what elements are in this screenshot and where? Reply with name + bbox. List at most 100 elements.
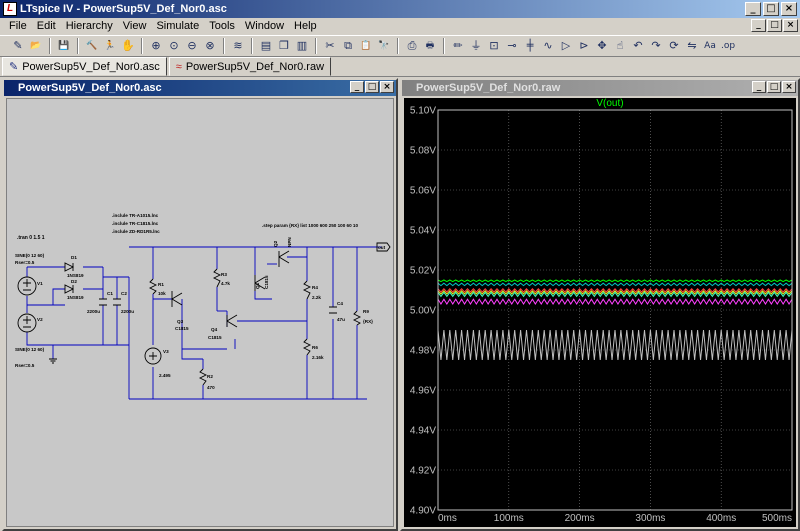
resistor-icon[interactable]: ⊸: [507, 39, 517, 52]
new-schematic-icon[interactable]: ✎: [13, 39, 23, 52]
r1-symbol[interactable]: [148, 278, 158, 295]
c2-label: C2: [121, 291, 127, 296]
q1-label: Q1: [255, 282, 260, 289]
halt-icon[interactable]: ✋: [121, 39, 135, 52]
toolbar-separator: [141, 38, 143, 54]
q3-symbol[interactable]: [171, 291, 183, 307]
tran-directive[interactable]: .tran 0 1.5 1: [17, 235, 45, 241]
copy-icon[interactable]: ⧉: [344, 39, 352, 52]
v2-rser-label: Rser=0.5: [15, 363, 35, 368]
r9-symbol[interactable]: [352, 310, 362, 326]
ground-icon[interactable]: ⏚: [470, 39, 482, 52]
tab-waveform[interactable]: ≈ PowerSup5V_Def_Nor0.raw: [168, 57, 332, 76]
tile-horizontal-icon[interactable]: ▤: [260, 39, 272, 52]
tile-vertical-icon[interactable]: ▥: [296, 39, 308, 52]
y-tick-label: 4.98V: [410, 346, 436, 357]
label-net-icon[interactable]: ⊡: [489, 39, 499, 52]
paste-icon[interactable]: 📋: [360, 41, 372, 51]
v3-label: V3: [163, 349, 169, 354]
mdi-close-button[interactable]: ×: [783, 19, 798, 32]
v1-symbol[interactable]: [17, 276, 37, 296]
undo-icon[interactable]: ↶: [633, 39, 643, 52]
menu-tools[interactable]: Tools: [209, 20, 235, 32]
minimize-button[interactable]: _: [745, 2, 761, 16]
waveform-maximize-button[interactable]: □: [767, 81, 781, 93]
v2-symbol[interactable]: [17, 313, 37, 333]
d1-symbol[interactable]: [64, 262, 75, 272]
capacitor-icon[interactable]: ╪: [526, 39, 534, 52]
schematic-tab-icon: ✎: [9, 61, 19, 73]
run-icon[interactable]: 🏃: [104, 41, 116, 51]
r3-symbol[interactable]: [212, 268, 222, 288]
zoom-fit-icon[interactable]: ⊗: [205, 39, 215, 52]
c2-symbol[interactable]: [113, 298, 121, 306]
inductor-icon[interactable]: ∿: [543, 39, 553, 52]
r2-symbol[interactable]: [198, 368, 208, 386]
zoom-pan-icon[interactable]: ⊙: [169, 39, 179, 52]
series-line-6: [437, 329, 793, 361]
v3-symbol[interactable]: [144, 347, 162, 365]
component-icon[interactable]: ⊳: [579, 39, 589, 52]
c1-symbol[interactable]: [99, 298, 107, 306]
schematic-close-button[interactable]: ×: [380, 81, 394, 93]
q1-symbol[interactable]: [254, 275, 266, 291]
find-icon[interactable]: 🔭: [378, 41, 390, 51]
r6-symbol[interactable]: [302, 338, 312, 356]
schematic-canvas[interactable]: .tran 0 1.5 1 .inclule TR-A1015.lnc .inc…: [6, 98, 394, 527]
mirror-icon[interactable]: ⇋: [687, 39, 697, 52]
x-tick-label: 0ms: [438, 513, 457, 524]
include-directive-2[interactable]: .inclule TR-C1815.lnc: [112, 221, 159, 226]
save-icon[interactable]: 💾: [58, 41, 70, 51]
zoom-in-icon[interactable]: ⊕: [151, 39, 161, 52]
open-icon[interactable]: 📂: [30, 41, 42, 51]
draw-wire-icon[interactable]: ✏: [453, 39, 463, 52]
toolbar-separator: [397, 38, 399, 54]
step-directive[interactable]: .step param {RX} list 1000 600 250 100 6…: [262, 223, 358, 228]
cut-icon[interactable]: ✂: [325, 39, 335, 52]
mdi-restore-button[interactable]: □: [767, 19, 782, 32]
maximize-button[interactable]: □: [763, 2, 779, 16]
cascade-icon[interactable]: ❐: [279, 39, 289, 52]
text-icon[interactable]: Aa: [704, 41, 716, 51]
autorange-icon[interactable]: ≋: [233, 39, 243, 52]
rotate-icon[interactable]: ⟳: [669, 39, 679, 52]
y-tick-label: 5.02V: [410, 266, 436, 277]
menu-simulate[interactable]: Simulate: [156, 20, 200, 32]
ltspice-logo-icon: L: [3, 2, 17, 16]
d2-symbol[interactable]: [64, 284, 75, 294]
menu-edit[interactable]: Edit: [36, 20, 56, 32]
q2-symbol[interactable]: [278, 250, 290, 267]
waveform-minimize-button[interactable]: _: [752, 81, 766, 93]
c4-symbol[interactable]: [329, 306, 337, 314]
print-icon[interactable]: 🖶: [425, 41, 435, 51]
zoom-out-icon[interactable]: ⊖: [187, 39, 197, 52]
redo-icon[interactable]: ↷: [651, 39, 661, 52]
waveform-close-button[interactable]: ×: [782, 81, 796, 93]
print-setup-icon[interactable]: ⎙: [407, 39, 417, 52]
drag-icon[interactable]: ☝: [616, 39, 624, 52]
menu-view[interactable]: View: [122, 20, 147, 32]
schematic-minimize-button[interactable]: _: [350, 81, 364, 93]
move-icon[interactable]: ✥: [597, 39, 607, 52]
schematic-maximize-button[interactable]: □: [365, 81, 379, 93]
q4-label: Q4: [211, 327, 218, 332]
control-panel-icon[interactable]: 🔨: [86, 41, 98, 51]
out-port-symbol[interactable]: [376, 242, 391, 252]
trace-label-vout[interactable]: V(out): [596, 98, 623, 109]
menu-help[interactable]: Help: [294, 20, 317, 32]
menu-hierarchy[interactable]: Hierarchy: [65, 20, 113, 32]
include-directive-3[interactable]: .inclule ZD-RD1R5.lnc: [112, 229, 160, 234]
close-button[interactable]: ×: [781, 2, 797, 16]
diode-icon[interactable]: ▷: [561, 39, 571, 52]
mdi-minimize-button[interactable]: _: [751, 19, 766, 32]
q4-symbol[interactable]: [226, 314, 238, 328]
include-directive-1[interactable]: .inclule TR-A1015.lnc: [112, 213, 159, 218]
menu-file[interactable]: File: [9, 20, 27, 32]
series-line-0: [437, 279, 793, 283]
tab-schematic[interactable]: ✎ PowerSup5V_Def_Nor0.asc: [2, 57, 167, 76]
r4-symbol[interactable]: [302, 280, 312, 300]
r3-label: R3: [221, 272, 227, 277]
menu-window[interactable]: Window: [244, 20, 285, 32]
spice-directive-icon[interactable]: .op: [720, 41, 736, 51]
